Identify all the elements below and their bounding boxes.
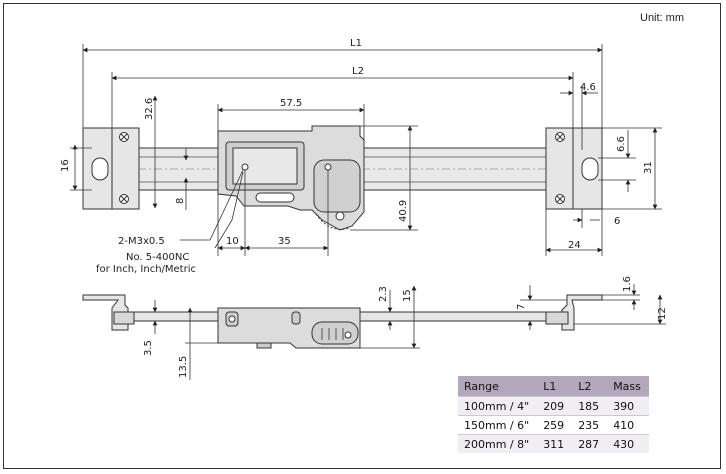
header-mass: Mass — [607, 376, 649, 397]
side-display-head — [217, 307, 361, 349]
cell-mass: 430 — [607, 434, 649, 453]
cell-mass: 390 — [607, 396, 649, 416]
callout-nc-line2: for Inch, Inch/Metric — [96, 264, 196, 275]
header-range: Range — [458, 376, 538, 397]
table-row: 150mm / 6" 259 235 410 — [458, 415, 649, 435]
cell-l2: 235 — [572, 415, 608, 435]
dim-35: 35 — [278, 236, 291, 247]
cell-range: 150mm / 6" — [458, 415, 538, 435]
display-head — [217, 125, 365, 231]
dim-7: 7 — [516, 304, 527, 310]
dim-4-6: 4.6 — [580, 82, 596, 93]
cell-l1: 259 — [537, 415, 573, 435]
unit-label: Unit: mm — [640, 12, 684, 24]
cell-l2: 185 — [572, 396, 608, 416]
dim-31: 31 — [643, 161, 654, 174]
cell-l2: 287 — [572, 434, 608, 453]
dim-40-9: 40.9 — [398, 200, 409, 222]
callout-m3: 2-M3x0.5 — [118, 236, 165, 247]
dim-32-6: 32.6 — [144, 98, 155, 120]
table-row: 200mm / 8" 311 287 430 — [458, 434, 649, 453]
cell-l1: 311 — [537, 434, 573, 453]
cell-l1: 209 — [537, 396, 573, 416]
spec-table-header: Range L1 L2 Mass — [458, 376, 649, 397]
dim-3-5: 3.5 — [143, 340, 154, 356]
dim-l2: L2 — [352, 66, 364, 77]
dim-12: 12 — [657, 307, 668, 320]
dim-10: 10 — [226, 236, 239, 247]
header-l1: L1 — [537, 376, 573, 397]
dim-15: 15 — [402, 289, 413, 302]
dim-16: 16 — [60, 159, 71, 172]
dimension-lines — [70, 44, 662, 256]
cell-mass: 410 — [607, 415, 649, 435]
dim-8: 8 — [175, 198, 186, 204]
table-row: 100mm / 4" 209 185 390 — [458, 396, 649, 416]
right-bracket — [545, 127, 603, 210]
dim-57-5: 57.5 — [280, 98, 302, 109]
dim-24: 24 — [568, 240, 581, 251]
dim-13-5: 13.5 — [178, 356, 189, 378]
top-view — [70, 44, 662, 256]
header-l2: L2 — [572, 376, 608, 397]
left-bracket — [82, 127, 140, 210]
dim-l1: L1 — [350, 38, 362, 49]
spec-table: Range L1 L2 Mass 100mm / 4" 209 185 390 … — [458, 376, 649, 453]
cell-range: 200mm / 8" — [458, 434, 538, 453]
dim-6-6: 6.6 — [616, 136, 627, 152]
dimension-labels: L1 L2 4.6 57.5 32.6 16 8 6.6 31 40.9 6 2… — [60, 38, 668, 378]
cell-range: 100mm / 4" — [458, 396, 538, 416]
dim-6: 6 — [614, 216, 620, 227]
side-view — [82, 284, 666, 380]
dim-1-6: 1.6 — [622, 276, 633, 292]
callout-nc-line1: No. 5-400NC — [126, 252, 189, 263]
dim-2-3: 2.3 — [378, 286, 389, 302]
